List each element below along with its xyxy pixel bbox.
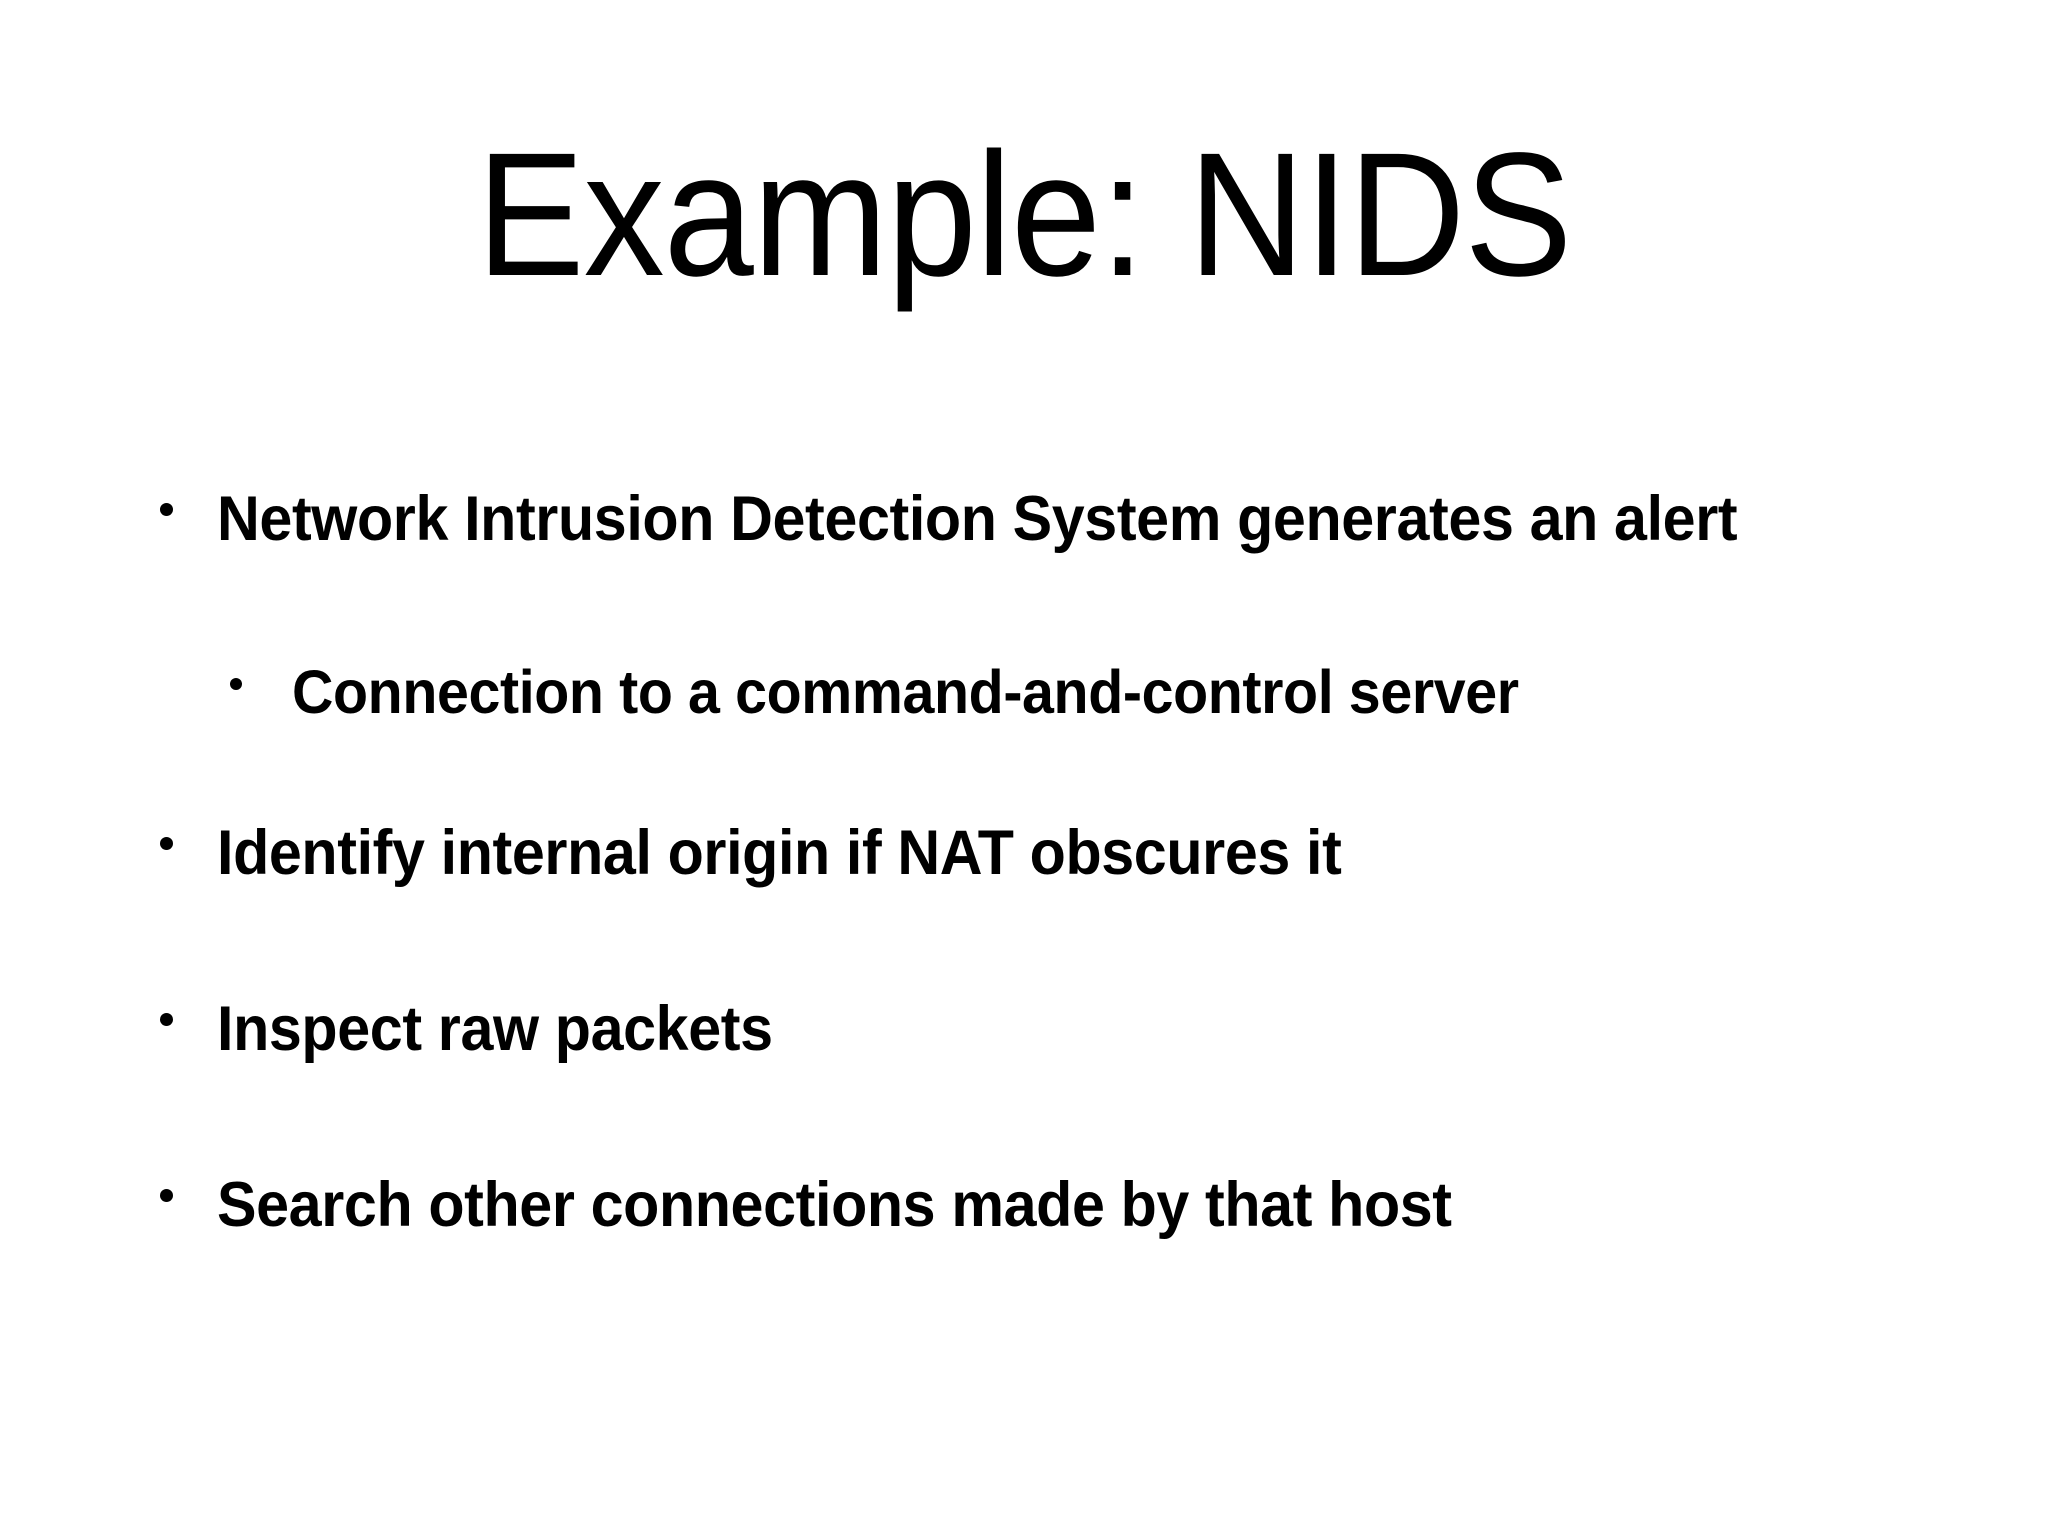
list-item: Identify internal origin if NAT obscures… [150,812,1940,895]
list-item-label: Search other connections made by that ho… [217,1170,1452,1240]
bullet-dot-icon [150,478,217,561]
bullet-dot-icon [150,812,217,895]
list-item-label: Inspect raw packets [217,994,773,1064]
bullet-dot-icon [150,1164,217,1247]
list-item: Connection to a command-and-control serv… [150,651,1940,734]
bullet-list: Network Intrusion Detection System gener… [150,478,1940,1261]
bullet-dot-icon [150,988,217,1071]
page-title: Example: NIDS [476,117,1573,313]
bullet-dot-icon [222,651,292,734]
list-item-label: Connection to a command-and-control serv… [292,658,1519,726]
list-item-label: Network Intrusion Detection System gener… [217,484,1738,554]
list-item: Inspect raw packets [150,988,1940,1071]
list-item: Search other connections made by that ho… [150,1164,1940,1247]
list-item-label: Identify internal origin if NAT obscures… [217,818,1342,888]
list-item: Network Intrusion Detection System gener… [150,478,1940,561]
